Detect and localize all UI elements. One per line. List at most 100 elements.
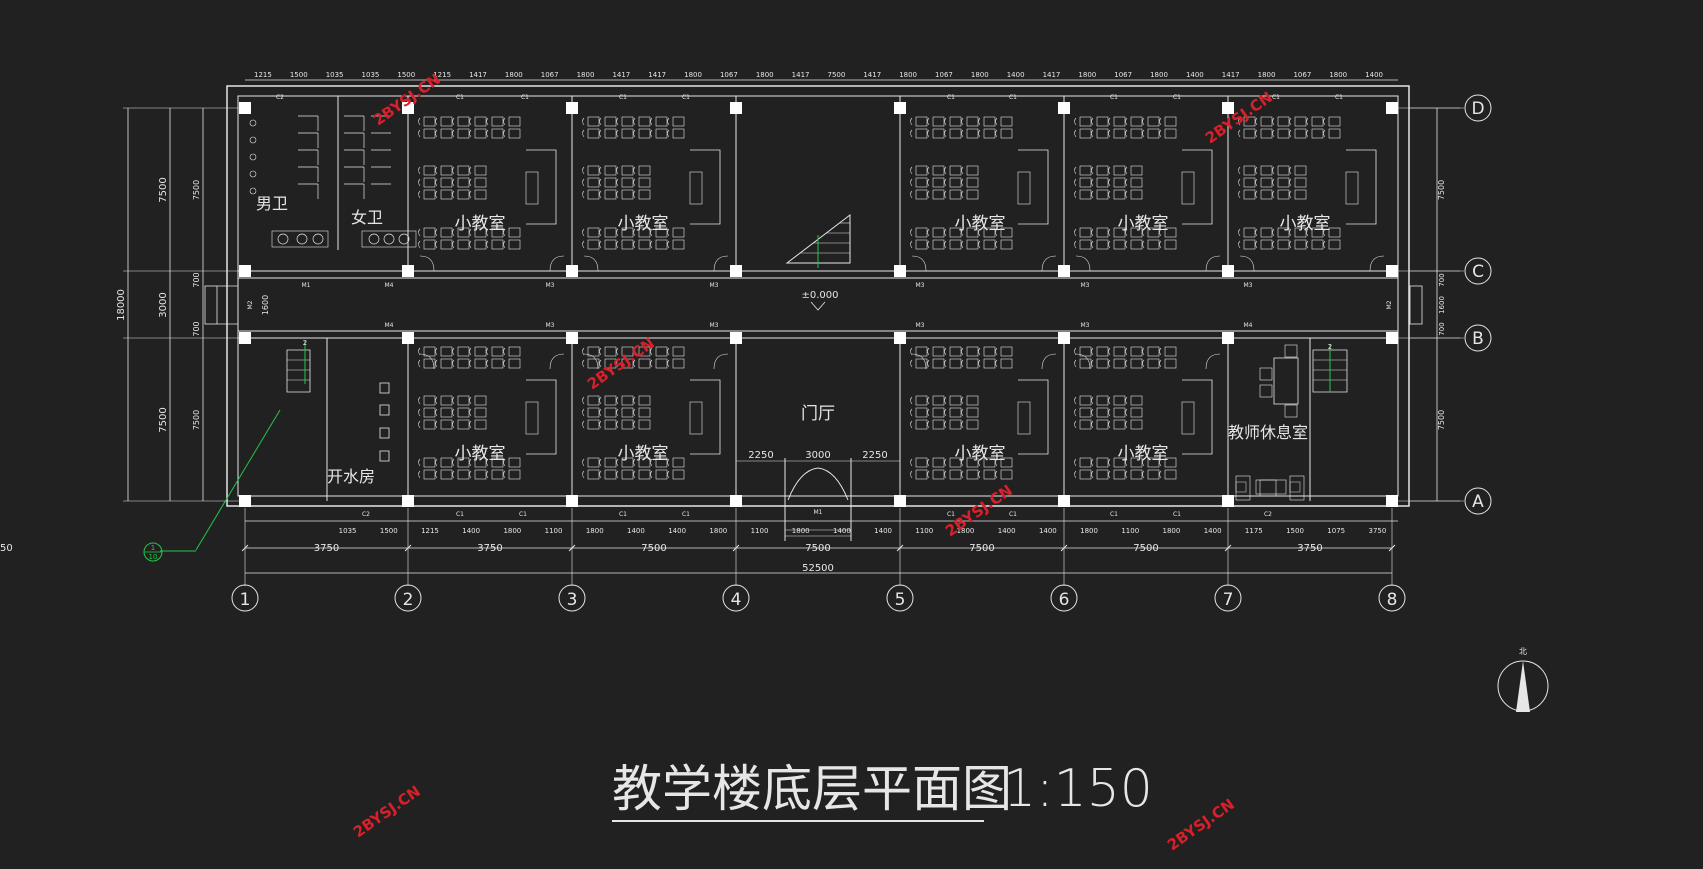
chair	[667, 228, 670, 237]
chair	[944, 228, 947, 237]
door-tag-m1: M1	[814, 509, 823, 516]
basin-counter-mens	[271, 230, 329, 248]
main-entrance	[784, 458, 852, 541]
chair	[469, 347, 472, 356]
desk	[440, 165, 453, 176]
desk	[423, 128, 436, 139]
chair	[486, 228, 489, 237]
chair	[1159, 117, 1162, 126]
desk	[1000, 116, 1013, 127]
room-label-classroom-7: 小教室	[618, 444, 669, 464]
chair	[616, 359, 619, 368]
desk	[672, 116, 685, 127]
desk	[423, 457, 436, 468]
desk	[966, 457, 979, 468]
chair	[503, 359, 506, 368]
desk	[491, 227, 504, 238]
column-4-1	[730, 102, 742, 114]
chair	[1091, 117, 1094, 126]
window-tag-bottom-7: C1	[1009, 511, 1017, 518]
chair	[1108, 190, 1111, 199]
desk	[440, 407, 453, 418]
chair	[1125, 129, 1128, 138]
desk	[1243, 128, 1256, 139]
chair	[1074, 228, 1077, 237]
chair	[1255, 240, 1258, 249]
door-tag-north-7: M1	[302, 282, 311, 289]
door-swing	[549, 255, 565, 272]
window-tag-top-6: C1	[947, 94, 955, 101]
desk	[638, 419, 651, 430]
desk	[1079, 419, 1092, 430]
column-8-1	[1386, 102, 1398, 114]
chair	[910, 240, 913, 249]
chair	[503, 117, 506, 126]
desk	[655, 358, 668, 369]
chair	[1108, 166, 1111, 175]
column-1-3	[239, 332, 251, 344]
desk	[672, 239, 685, 250]
desk	[915, 116, 928, 127]
chair	[486, 470, 489, 479]
desk	[1130, 395, 1143, 406]
axis-bubble-row-4	[1464, 487, 1492, 515]
desk	[457, 177, 470, 188]
chair	[1289, 190, 1292, 199]
desk	[932, 227, 945, 238]
door-swing	[1205, 255, 1221, 272]
desk	[423, 419, 436, 430]
chair	[452, 359, 455, 368]
column-3-3	[566, 332, 578, 344]
dim-top-27: 1400	[1186, 71, 1204, 79]
chair	[1108, 408, 1111, 417]
chair	[995, 129, 998, 138]
desk	[474, 457, 487, 468]
axis-bubble-row-2	[1464, 257, 1492, 285]
teacher-podium	[1182, 379, 1213, 455]
desk	[932, 419, 945, 430]
chair	[418, 178, 421, 187]
dim-top-12: 1417	[648, 71, 666, 79]
door-swing	[419, 255, 435, 272]
chair	[1091, 347, 1094, 356]
chair	[944, 166, 947, 175]
chair	[418, 240, 421, 249]
dim-bottom-detail-22: 1400	[1204, 527, 1222, 535]
chair	[1108, 420, 1111, 429]
desk	[440, 419, 453, 430]
desk	[621, 189, 634, 200]
dim-top-5: 1500	[397, 71, 415, 79]
column-8-4	[1386, 495, 1398, 507]
window-tag-top-11: C1	[1335, 94, 1343, 101]
desk	[655, 469, 668, 480]
desk	[655, 457, 668, 468]
desk	[1164, 346, 1177, 357]
desk	[1130, 165, 1143, 176]
chair	[978, 228, 981, 237]
desk	[638, 358, 651, 369]
column-5-3	[894, 332, 906, 344]
desk	[457, 189, 470, 200]
desk	[457, 116, 470, 127]
desk	[621, 395, 634, 406]
chair	[599, 458, 602, 467]
chair	[469, 458, 472, 467]
urinal	[249, 119, 257, 127]
wash-basin	[312, 233, 324, 245]
window-tag-top-2: C1	[456, 94, 464, 101]
dim-bottom-detail-16: 1800	[957, 527, 975, 535]
dim-corridor-door: 1600	[261, 295, 270, 315]
column-3-2	[566, 265, 578, 277]
axis-label-col-1: 1	[240, 590, 251, 610]
chair	[961, 178, 964, 187]
column-3-1	[566, 102, 578, 114]
chair	[1125, 228, 1128, 237]
urinal	[249, 187, 257, 195]
desk	[587, 189, 600, 200]
desk	[983, 116, 996, 127]
dim-top-26: 1800	[1150, 71, 1168, 79]
chair	[599, 228, 602, 237]
desk	[440, 395, 453, 406]
chair	[582, 117, 585, 126]
chair	[910, 178, 913, 187]
